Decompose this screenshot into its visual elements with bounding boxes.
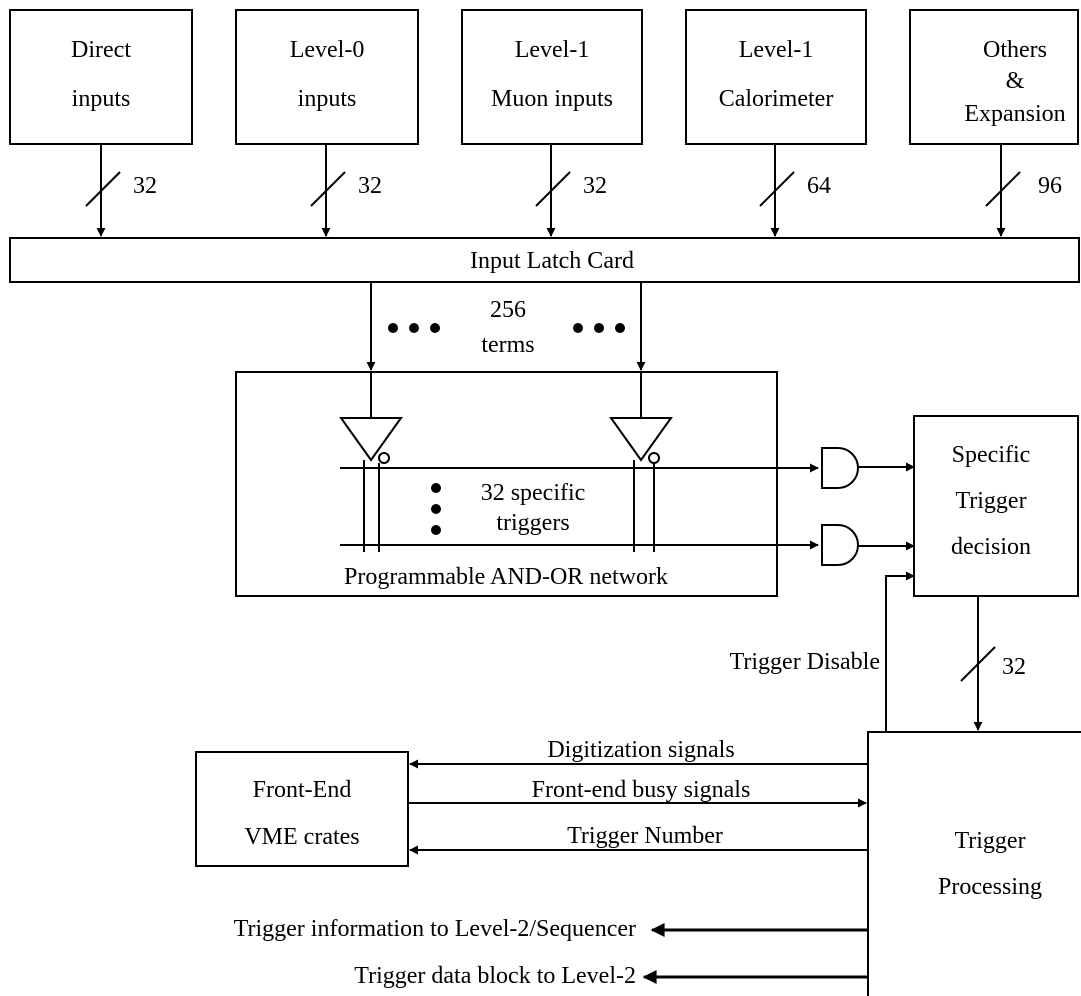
trigger-disable-line: Trigger Disable	[730, 571, 915, 732]
input-others-line1: Others	[983, 37, 1047, 63]
trigger-disable-label: Trigger Disable	[730, 649, 880, 675]
bus-muon-count: 32	[583, 173, 607, 199]
front-end-line2: VME crates	[244, 824, 359, 850]
and-gate-icon	[821, 447, 915, 489]
level2-sequencer-label: Trigger information to Level-2/Sequencer	[234, 916, 636, 942]
input-direct-line2: inputs	[72, 86, 131, 112]
input-others-line3: Expansion	[964, 101, 1065, 127]
processing-line2: Processing	[938, 874, 1042, 900]
input-level0-line1: Level-0	[290, 37, 365, 63]
bus-muon: 32	[535, 144, 607, 237]
level2-data-label: Trigger data block to Level-2	[354, 963, 636, 989]
ellipsis-dot	[431, 504, 441, 514]
bus-others: 96	[985, 144, 1062, 237]
ellipsis-dot	[431, 525, 441, 535]
triggers-label-line1: 32 specific	[481, 480, 586, 506]
buffer-icon	[339, 417, 403, 462]
ellipsis-dot	[430, 323, 440, 333]
bus-direct: 32	[85, 144, 157, 237]
level2-data-output: Trigger data block to Level-2	[354, 963, 868, 989]
bus-level0: 32	[310, 144, 382, 237]
input-latch-label: Input Latch Card	[470, 248, 634, 274]
input-muon-line2: Muon inputs	[491, 86, 613, 112]
input-muon-line1: Level-1	[515, 37, 590, 63]
input-level0-line2: inputs	[298, 86, 357, 112]
trigger-number-signal: Trigger Number	[409, 823, 868, 855]
decision-line3: decision	[951, 534, 1031, 560]
ellipsis-dot	[409, 323, 419, 333]
input-others-line2: &	[1006, 68, 1025, 94]
busy-signal: Front-end busy signals	[408, 777, 867, 808]
input-latch-card: Input Latch Card	[9, 237, 1080, 283]
processing-line1: Trigger	[954, 828, 1025, 854]
input-box-level1-muon: Level-1 Muon inputs	[461, 9, 643, 145]
bus-level0-count: 32	[358, 173, 382, 199]
busy-label: Front-end busy signals	[532, 777, 751, 803]
decision-bus: 32	[960, 596, 1026, 731]
input-direct-line1: Direct	[71, 37, 131, 63]
decision-line1: Specific	[952, 442, 1031, 468]
trigger-number-label: Trigger Number	[567, 823, 723, 849]
ellipsis-dot	[594, 323, 604, 333]
level2-sequencer-output: Trigger information to Level-2/Sequencer	[234, 916, 868, 942]
terms-count: 256	[490, 297, 526, 323]
front-end-line1: Front-End	[253, 777, 352, 803]
input-calorimeter-line1: Level-1	[739, 37, 814, 63]
triggers-label-line2: triggers	[496, 510, 569, 536]
bus-direct-count: 32	[133, 173, 157, 199]
input-box-level0: Level-0 inputs	[235, 9, 419, 145]
digitization-signal: Digitization signals	[409, 737, 868, 769]
bus-others-count: 96	[1038, 173, 1062, 199]
bus-calorimeter-count: 64	[807, 173, 831, 199]
ellipsis-dot	[431, 483, 441, 493]
bus-calorimeter: 64	[759, 144, 831, 237]
trigger-processing-box: Trigger Processing	[867, 731, 1081, 996]
network-label: Programmable AND-OR network	[344, 564, 668, 590]
input-box-level1-calorimeter: Level-1 Calorimeter	[685, 9, 867, 145]
specific-trigger-decision-box: Specific Trigger decision	[913, 415, 1079, 597]
and-gate-icon	[821, 524, 915, 566]
terms-connection: 256 terms	[366, 282, 646, 371]
input-box-others: Others & Expansion	[909, 9, 1079, 145]
front-end-box: Front-End VME crates	[195, 751, 409, 867]
ellipsis-dot	[573, 323, 583, 333]
decision-bus-count: 32	[1002, 654, 1026, 680]
input-box-direct: Direct inputs	[9, 9, 193, 145]
buffer-icon	[609, 417, 673, 462]
ellipsis-dot	[615, 323, 625, 333]
and-or-network: Programmable AND-OR network 32 specific …	[235, 371, 819, 597]
input-calorimeter-line2: Calorimeter	[719, 86, 834, 112]
ellipsis-dot	[388, 323, 398, 333]
terms-label: terms	[481, 332, 534, 358]
decision-line2: Trigger	[955, 488, 1026, 514]
digitization-label: Digitization signals	[547, 737, 734, 763]
